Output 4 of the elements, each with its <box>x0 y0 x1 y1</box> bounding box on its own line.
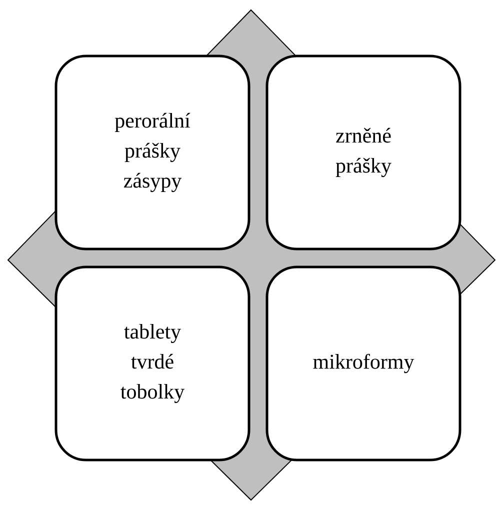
rounded-box: perorální prášky zásypy <box>54 54 250 250</box>
rounded-box: mikroformy <box>266 266 462 462</box>
rounded-box: zrněné prášky <box>266 54 462 250</box>
rounded-box: tablety tvrdé tobolky <box>54 266 250 462</box>
